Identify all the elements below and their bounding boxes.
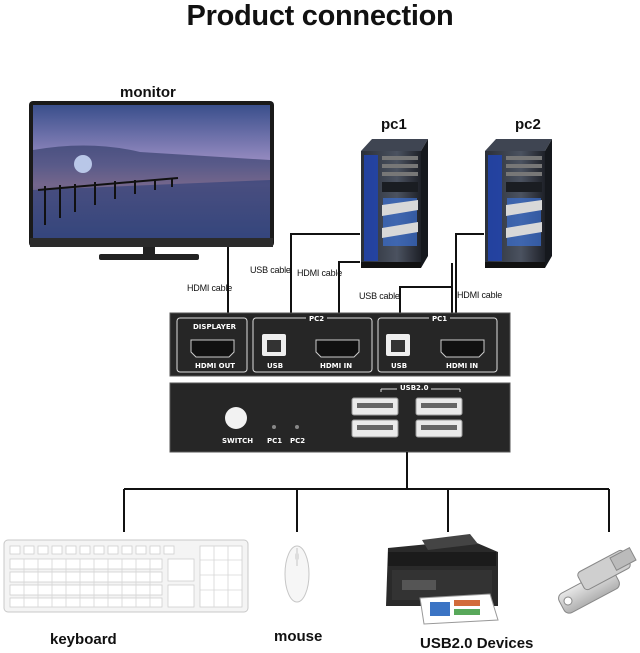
hdmi-in-pc2-label: HDMI IN <box>320 362 353 370</box>
hdmi-cable-pc1 <box>338 261 360 313</box>
pc1-group-label: PC1 <box>429 315 451 323</box>
pc2-image <box>485 139 552 268</box>
mouse-image <box>284 545 310 603</box>
mouse-label: mouse <box>274 628 323 645</box>
usb-cable-pc2 <box>399 263 453 313</box>
usb-cable-pc1-label: USB cable <box>250 265 291 275</box>
monitor-label: monitor <box>120 84 176 101</box>
pc2-group-label: PC2 <box>306 315 328 323</box>
usb-cable-pc2-label: USB cable <box>359 291 400 301</box>
pc1-image <box>361 139 428 268</box>
switch-front-panel <box>169 382 511 453</box>
switch-back-panel <box>169 312 511 377</box>
cable-lines-top <box>227 233 484 313</box>
pc1-label: pc1 <box>381 116 407 133</box>
usb-drive-image <box>558 546 637 614</box>
hdmi-out-label: HDMI OUT <box>195 362 236 370</box>
page-title: Product connection <box>186 0 454 32</box>
hdmi-cable-monitor-label: HDMI cable <box>187 283 233 293</box>
keyboard-label: keyboard <box>50 631 117 648</box>
cable-lines-bottom <box>123 452 610 532</box>
led-pc1-label: PC1 <box>267 437 283 445</box>
usb-devices-label: USB2.0 Devices <box>420 635 534 652</box>
pc2-label: pc2 <box>515 116 541 133</box>
usb-port-pc2-label: USB <box>267 362 284 370</box>
hdmi-cable-pc1-label: HDMI cable <box>297 268 343 278</box>
usb-cable-pc1 <box>290 233 360 313</box>
monitor-image <box>29 101 274 260</box>
hdmi-in-pc1-label: HDMI IN <box>446 362 479 370</box>
printer-image <box>386 534 499 625</box>
displayer-label: DISPLAYER <box>193 323 237 331</box>
usb-port-pc1-label: USB <box>391 362 408 370</box>
hdmi-cable-pc2-up <box>455 233 484 313</box>
led-pc2-label: PC2 <box>290 437 306 445</box>
hdmi-cable-pc2-label: HDMI cable <box>457 290 503 300</box>
switch-button-label: SWITCH <box>222 437 254 445</box>
keyboard-image <box>3 539 249 613</box>
usb2-group-label: USB2.0 <box>397 384 432 392</box>
